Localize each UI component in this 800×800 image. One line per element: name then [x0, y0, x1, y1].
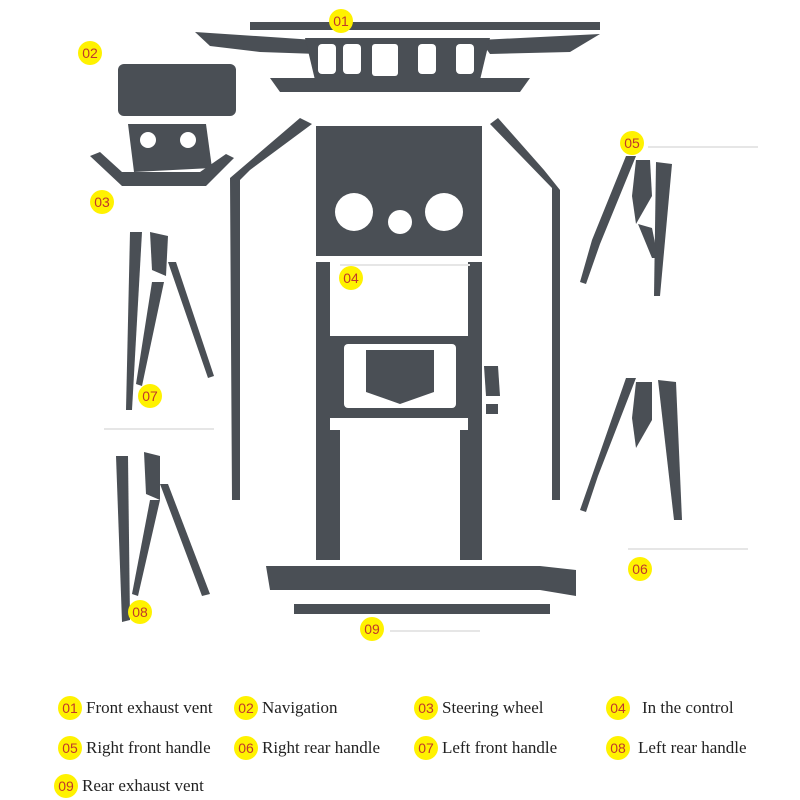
legend-item-in-the-control: 04 In the control — [606, 694, 734, 722]
legend-label: Steering wheel — [442, 698, 544, 717]
legend-label: Rear exhaust vent — [82, 776, 204, 795]
legend-label: Left front handle — [442, 738, 558, 757]
legend-number: 09 — [54, 774, 78, 798]
legend-label: Left rear handle — [638, 738, 747, 757]
legend-item-left-front-handle: 07 Left front handle — [414, 734, 557, 762]
legend-number: 01 — [58, 696, 82, 720]
legend-label: Navigation — [262, 698, 338, 717]
navigation-part — [118, 64, 236, 116]
trim-parts-illustration — [90, 22, 682, 622]
right-rear-handle-part — [580, 378, 682, 520]
legend-number: 03 — [414, 696, 438, 720]
legend-number: 08 — [606, 736, 630, 760]
left-front-handle-part — [126, 232, 214, 410]
callout-09: 09 — [360, 617, 384, 641]
center-console-part — [230, 118, 560, 560]
left-rear-handle-part — [116, 452, 210, 622]
legend-item-left-rear-handle: 08 Left rear handle — [606, 734, 747, 762]
callout-04: 04 — [339, 266, 363, 290]
legend-item-navigation: 02 Navigation — [234, 694, 338, 722]
faint-watermark-line — [648, 146, 758, 148]
legend-number: 02 — [234, 696, 258, 720]
legend-label: In the control — [642, 698, 734, 717]
faint-watermark-line — [104, 428, 214, 430]
faint-watermark-line — [628, 548, 748, 550]
front-exhaust-vent-part — [195, 22, 600, 92]
legend-number: 07 — [414, 736, 438, 760]
legend-label: Right front handle — [86, 738, 211, 757]
legend-item-front-exhaust-vent: 01 Front exhaust vent — [58, 694, 213, 722]
callout-07: 07 — [138, 384, 162, 408]
faint-watermark-line — [390, 630, 480, 632]
legend-number: 05 — [58, 736, 82, 760]
legend-number: 06 — [234, 736, 258, 760]
legend-item-right-rear-handle: 06 Right rear handle — [234, 734, 380, 762]
callout-08: 08 — [128, 600, 152, 624]
legend-item-right-front-handle: 05 Right front handle — [58, 734, 211, 762]
legend-item-rear-exhaust-vent: 09 Rear exhaust vent — [54, 772, 204, 800]
callout-02: 02 — [78, 41, 102, 65]
legend-label: Front exhaust vent — [86, 698, 213, 717]
legend-item-steering-wheel: 03 Steering wheel — [414, 694, 544, 722]
legend-number: 04 — [606, 696, 630, 720]
callout-06: 06 — [628, 557, 652, 581]
rear-exhaust-vent-part — [266, 566, 576, 614]
right-front-handle-part — [580, 156, 672, 296]
callout-05: 05 — [620, 131, 644, 155]
legend-label: Right rear handle — [262, 738, 381, 757]
callout-01: 01 — [329, 9, 353, 33]
steering-wheel-part — [90, 124, 234, 186]
faint-watermark-line — [340, 264, 470, 266]
callout-03: 03 — [90, 190, 114, 214]
